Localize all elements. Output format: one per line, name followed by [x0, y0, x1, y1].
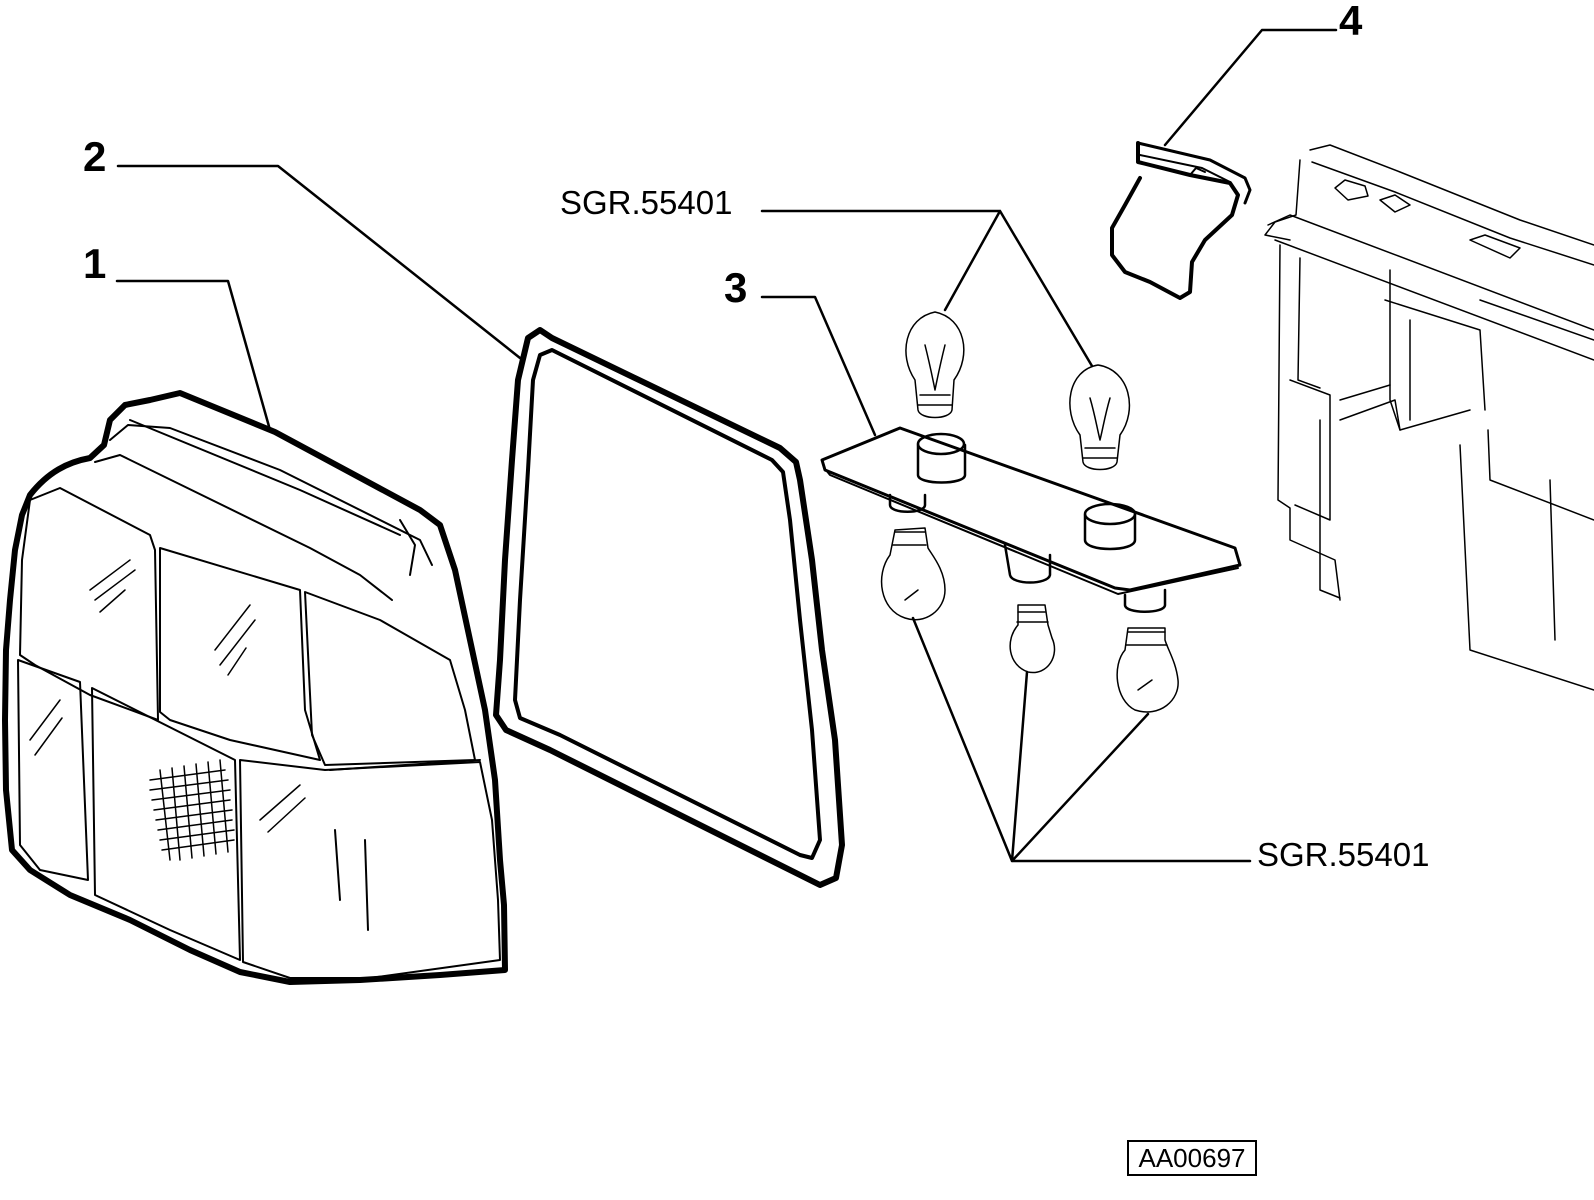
leader-line-1 [115, 279, 272, 432]
vehicle-body-part [1264, 144, 1594, 691]
callout-1: 1 [83, 240, 107, 287]
leader-line-3 [760, 295, 877, 437]
leader-line-sgr-bottom [911, 616, 1252, 863]
callout-3: 3 [724, 264, 748, 311]
bulb-reference-top: SGR.55401 [560, 184, 733, 221]
tail-lamp-part [2, 390, 508, 985]
bulb-holder-part [820, 426, 1242, 613]
leader-lines [115, 28, 1338, 863]
clip-part [1110, 141, 1252, 300]
leader-line-sgr-top [760, 209, 1094, 368]
gasket-part [493, 327, 845, 888]
callout-2: 2 [83, 133, 107, 180]
bulbs-group [880, 311, 1179, 713]
leader-line-4 [1163, 28, 1338, 147]
leader-line-2 [116, 164, 522, 360]
callout-4: 4 [1339, 0, 1363, 44]
bulb-reference-bottom: SGR.55401 [1257, 836, 1430, 873]
document-code: AA00697 [1127, 1140, 1257, 1176]
